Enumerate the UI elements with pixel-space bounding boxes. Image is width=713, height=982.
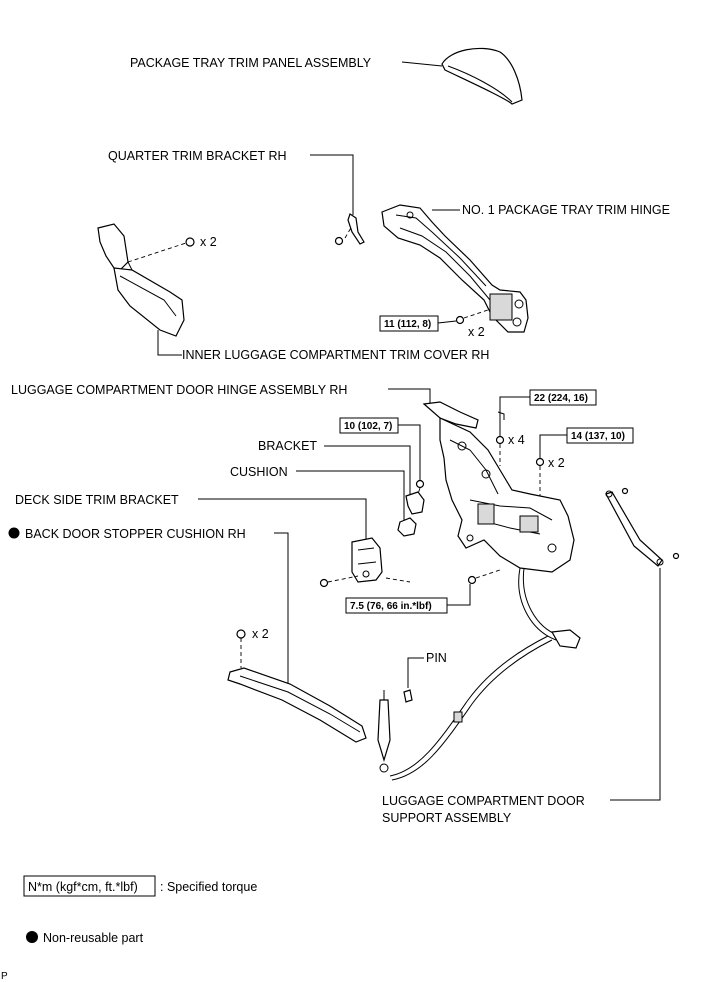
hinge-bolt-14 [535,457,545,467]
door-support-strut-part [605,490,664,567]
torque-10-text: 10 (102, 7) [344,421,392,432]
torque-box-11 [379,315,439,332]
label-deck-side-trim-bracket: DECK SIDE TRIM BRACKET [15,493,179,507]
torque-14-text: 14 (137, 10) [571,431,625,442]
dash-hinge-bolt [463,309,489,319]
label-inner-luggage-trim-cover: INNER LUGGAGE COMPARTMENT TRIM COVER RH [182,348,489,362]
cushion-part [397,517,417,537]
leader-torque-11 [437,320,457,324]
dash-deck-screw [327,575,359,583]
hinge-bolt [455,315,465,325]
legend-nonreusable-part: Non-reusable part [43,931,144,945]
inner-luggage-trim-cover-part [97,223,185,337]
stopper-clip [236,629,246,639]
leader-quarter-trim-bracket [310,154,354,215]
dash-cover-clip [127,242,187,263]
leader-package-tray [401,61,443,67]
strut-upper-clip [621,487,629,495]
leader-back-door-stopper [274,532,289,690]
leader-torque-7-5 [447,584,471,606]
label-support-assembly-line2: SUPPORT ASSEMBLY [382,811,512,825]
label-package-tray-trim-panel: PACKAGE TRAY TRIM PANEL ASSEMBLY [130,56,372,70]
legend-nonreusable-icon [26,931,38,943]
bracket-part [405,491,425,515]
dash-deck-link [385,577,411,583]
label-quarter-trim-bracket: QUARTER TRIM BRACKET RH [108,149,287,163]
leader-torque-14 [539,434,567,458]
torque-7-5-text: 7.5 (76, 66 in.*lbf) [350,601,432,612]
nonreusable-marker-icon [8,527,20,539]
release-cable-part [377,567,581,781]
label-no1-package-tray-trim-hinge: NO. 1 PACKAGE TRAY TRIM HINGE [462,203,670,217]
leader-luggage-door-hinge [388,388,431,404]
leader-bracket [324,445,411,496]
back-door-stopper-cushion-part [227,667,367,743]
label-luggage-door-hinge: LUGGAGE COMPARTMENT DOOR HINGE ASSEMBLY … [11,383,347,397]
deck-bracket-screw [319,578,329,588]
qty-bolt-14: x 2 [548,456,565,470]
luggage-door-hinge-part [422,401,575,573]
no1-package-tray-trim-hinge-part [381,204,529,333]
torque-11-text: 11 (112, 8) [384,319,431,330]
label-pin: PIN [426,651,447,665]
hinge-nut [495,435,505,445]
label-back-door-stopper-cushion: BACK DOOR STOPPER CUSHION RH [25,527,246,541]
package-tray-trim-panel-part [441,47,523,105]
qty-stopper-clip: x 2 [252,627,269,641]
leader-door-support [610,568,661,801]
torque-22-text: 22 (224, 16) [534,393,588,404]
legend-torque-units: N*m (kgf*cm, ft.*lbf) [28,880,138,894]
strut-lower-clip [672,552,680,560]
leader-torque-10 [398,424,421,480]
cable-bolt [467,575,477,585]
leader-torque-22 [499,396,530,436]
legend-specified-torque: : Specified torque [160,880,257,894]
leader-inner-trim-cover [157,330,182,356]
label-support-assembly-line1: LUGGAGE COMPARTMENT DOOR [382,794,585,808]
dash-quarter-bolt [344,225,353,239]
quarter-trim-bracket-part [347,213,365,245]
leader-cushion [296,470,405,520]
qty-hinge-nut: x 4 [508,433,525,447]
qty-hinge-bolt: x 2 [468,325,485,339]
pin-part [403,689,413,703]
leader-pin [407,657,424,688]
dash-bracket-bolt [417,487,421,495]
label-cushion: CUSHION [230,465,288,479]
leader-deck-side-trim-bracket [198,498,367,540]
dash-cable-bolt [475,569,501,579]
legend-torque-box [23,875,156,897]
bracket-bolt [415,479,425,489]
label-bracket: BRACKET [258,439,317,453]
qty-cover-clip: x 2 [200,235,217,249]
quarter-bracket-screw [334,236,344,246]
corner-code: P [1,971,8,982]
cover-clip [185,237,195,247]
deck-side-trim-bracket-part [351,537,383,583]
